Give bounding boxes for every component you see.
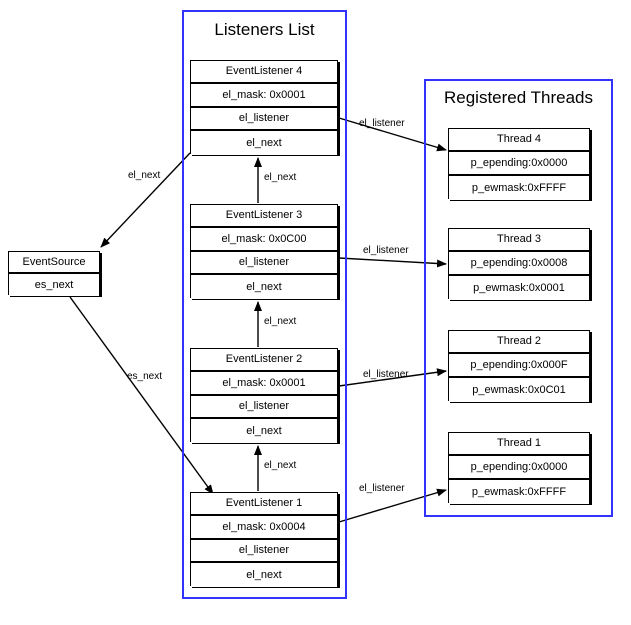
event-listener-4-row-3: el_next	[191, 131, 337, 155]
panel-listeners	[182, 10, 347, 599]
edge-el3-to-thread3-label: el_listener	[363, 245, 409, 256]
event-listener-2-row-3: el_next	[191, 419, 337, 443]
thread-2-row-2: p_ewmask:0x0C01	[449, 378, 589, 402]
edge-el2-to-thread2-label: el_listener	[363, 369, 409, 380]
event-listener-4-row-1: el_mask: 0x0001	[191, 84, 337, 108]
event-listener-1-row-0: EventListener 1	[191, 493, 337, 516]
thread-2-row-1: p_epending:0x000F	[449, 354, 589, 378]
panel-title-listeners: Listeners List	[214, 20, 315, 39]
event-listener-4-row-0: EventListener 4	[191, 61, 337, 84]
edge-el1-to-el2-label: el_next	[264, 460, 297, 471]
event-source-row-0: EventSource	[9, 252, 99, 274]
edge-el4-to-eventsource	[100, 152, 191, 248]
edge-el2-to-el3-label: el_next	[264, 316, 297, 327]
event-listener-1-row-2: el_listener	[191, 540, 337, 563]
event-listener-2-row-1: el_mask: 0x0001	[191, 372, 337, 396]
thread-4-row-2: p_ewmask:0xFFFF	[449, 176, 589, 200]
event-listener-3-row-0: EventListener 3	[191, 205, 337, 228]
edge-el1-to-thread1-label: el_listener	[359, 483, 405, 494]
edge-el4-to-thread4-label: el_listener	[359, 118, 405, 129]
event-listener-3-row-1: el_mask: 0x0C00	[191, 228, 337, 252]
thread-4-row-1: p_epending:0x0000	[449, 152, 589, 176]
panel-threads	[424, 79, 613, 517]
thread-4-row-0: Thread 4	[449, 129, 589, 152]
event-listener-3-row-2: el_listener	[191, 252, 337, 275]
event-listener-1-row-3: el_next	[191, 563, 337, 587]
thread-3-row-2: p_ewmask:0x0001	[449, 276, 589, 300]
thread-3-row-0: Thread 3	[449, 229, 589, 252]
thread-3-row-1: p_epending:0x0008	[449, 252, 589, 276]
thread-1-row-0: Thread 1	[449, 433, 589, 456]
panel-title-threads: Registered Threads	[444, 88, 593, 107]
event-listener-2-row-0: EventListener 2	[191, 349, 337, 372]
event-source-row-1: es_next	[9, 274, 99, 296]
thread-1-row-2: p_ewmask:0xFFFF	[449, 480, 589, 504]
event-listener-4-row-2: el_listener	[191, 108, 337, 131]
event-listener-2-row-2: el_listener	[191, 396, 337, 419]
event-listener-3-row-3: el_next	[191, 275, 337, 299]
edge-eventsource-to-el1-label: es_next	[127, 371, 163, 382]
thread-1-row-1: p_epending:0x0000	[449, 456, 589, 480]
edge-el4-to-eventsource-label: el_next	[128, 170, 161, 181]
edge-el3-to-el4-label: el_next	[264, 172, 297, 183]
thread-2-row-0: Thread 2	[449, 331, 589, 354]
event-listener-1-row-1: el_mask: 0x0004	[191, 516, 337, 540]
